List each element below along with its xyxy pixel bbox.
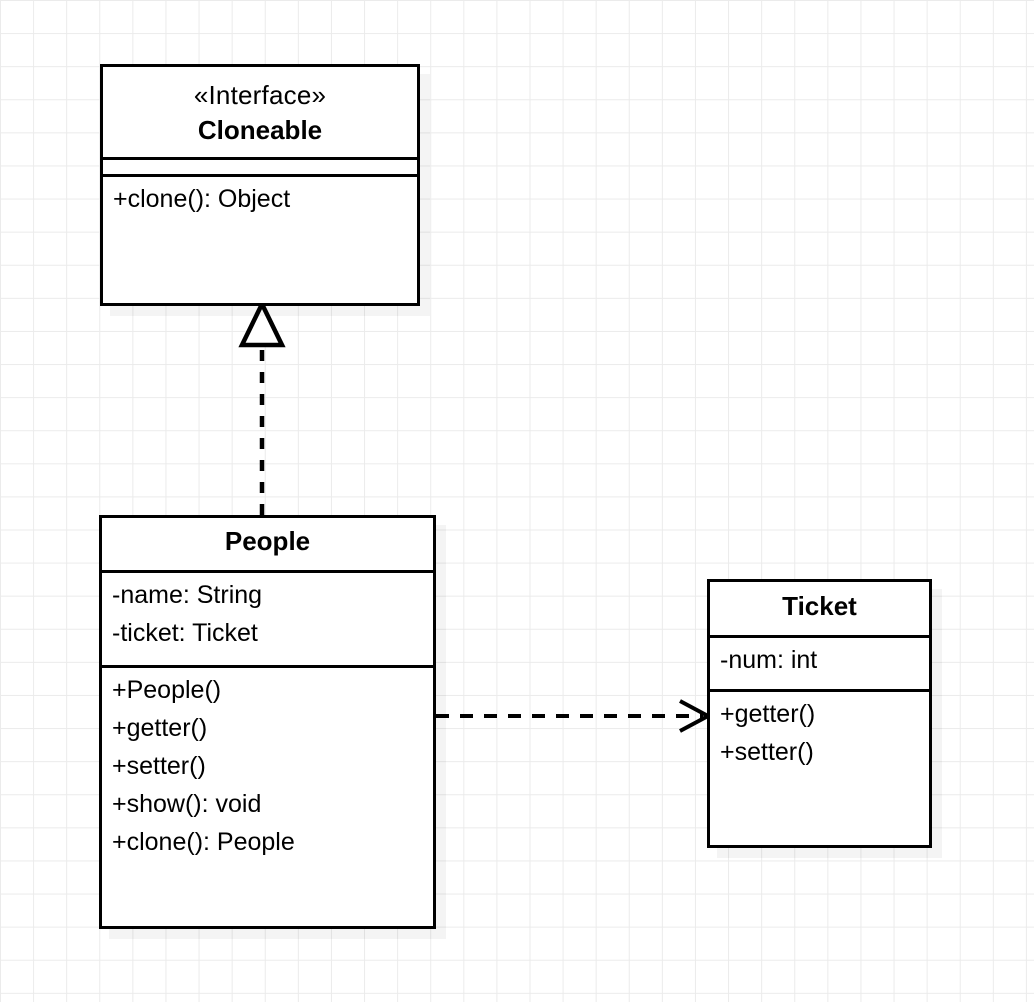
class-member: +clone(): Object [113, 185, 291, 213]
class-name-people: People [224, 526, 311, 556]
class-member: +clone(): People [112, 828, 295, 856]
open-arrowhead-icon [679, 699, 713, 733]
class-name-ticket: Ticket [782, 591, 857, 621]
class-member: +getter() [720, 700, 816, 728]
dependency-connector-people-to-ticket[interactable] [436, 699, 713, 733]
class-member: +getter() [112, 714, 208, 742]
class-box-cloneable[interactable]: «Interface» Cloneable +clone(): Object [100, 64, 420, 306]
class-methods-ticket: +getter() +setter() [710, 692, 929, 779]
class-attributes-cloneable [103, 160, 417, 177]
class-header-people: People [102, 518, 433, 573]
class-name-cloneable: Cloneable [197, 114, 323, 145]
class-attributes-ticket: -num: int [710, 638, 929, 692]
class-member: -name: String [112, 581, 263, 609]
class-header-ticket: Ticket [710, 582, 929, 638]
class-box-ticket[interactable]: Ticket -num: int +getter() +setter() [707, 579, 932, 848]
class-methods-cloneable: +clone(): Object [103, 177, 417, 226]
class-box-people[interactable]: People -name: String -ticket: Ticket +Pe… [99, 515, 436, 929]
class-attributes-people: -name: String -ticket: Ticket [102, 573, 433, 668]
class-methods-people: +People() +getter() +setter() +show(): v… [102, 668, 433, 869]
class-stereotype-cloneable: «Interface» [193, 80, 327, 110]
class-member: -num: int [720, 646, 818, 674]
class-member: -ticket: Ticket [112, 619, 258, 647]
class-member: +setter() [720, 738, 814, 766]
class-header-cloneable: «Interface» Cloneable [103, 67, 417, 160]
class-member: +setter() [112, 752, 206, 780]
class-member: +People() [112, 676, 222, 704]
realization-connector-people-to-cloneable[interactable] [238, 298, 286, 515]
class-member: +show(): void [112, 790, 262, 818]
hollow-triangle-arrowhead-icon [238, 298, 286, 348]
